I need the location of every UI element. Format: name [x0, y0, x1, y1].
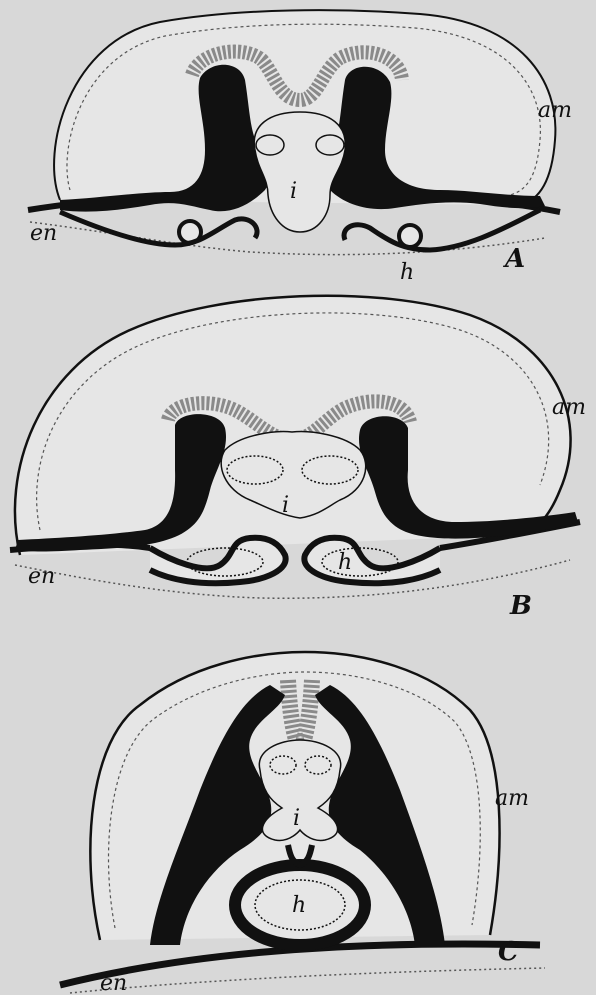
- panel-b-endoderm-dotted: [15, 560, 570, 598]
- panel-a: am en i h A: [28, 10, 572, 285]
- panel-c-label-h: h: [292, 893, 306, 918]
- panel-b-label-h: h: [338, 550, 352, 575]
- panel-c-panel-label: C: [498, 937, 519, 967]
- panel-c-endoderm-dotted: [70, 968, 545, 993]
- panel-a-label-am: am: [538, 98, 572, 123]
- panel-b: am en i h B: [10, 296, 586, 621]
- panel-b-label-en: en: [28, 564, 55, 589]
- panel-c-label-en: en: [100, 971, 127, 995]
- panel-a-gut: [254, 112, 345, 232]
- panel-a-panel-label: A: [502, 244, 525, 274]
- panel-c-label-i: i: [293, 806, 300, 831]
- panel-a-label-en: en: [30, 221, 57, 246]
- panel-b-heart-fold-right: [304, 538, 440, 584]
- panel-b-label-i: i: [282, 493, 289, 518]
- panel-a-lower-fold-left: [60, 212, 257, 245]
- panel-a-label-h: h: [400, 260, 414, 285]
- panel-c-label-am: am: [495, 786, 529, 811]
- panel-c: am en i h C: [60, 652, 545, 995]
- panel-a-label-i: i: [290, 179, 297, 204]
- panel-b-panel-label: B: [509, 591, 532, 621]
- panel-b-label-am: am: [552, 395, 586, 420]
